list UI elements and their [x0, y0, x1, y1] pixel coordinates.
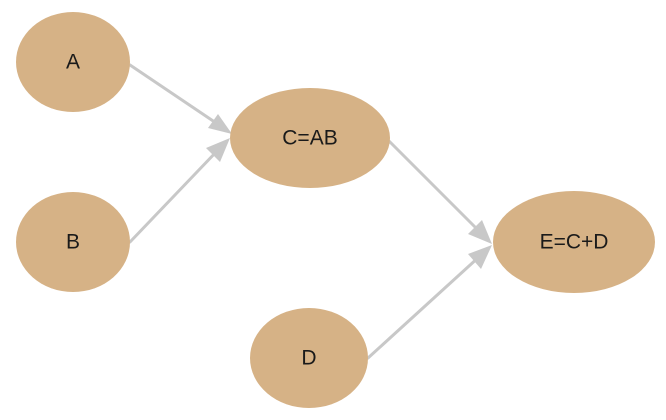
- edge-d-to-e: [366, 245, 492, 360]
- edge-c-to-e: [386, 138, 492, 244]
- node-d: D: [250, 308, 368, 408]
- edge-a-to-c: [128, 63, 232, 134]
- node-b: B: [16, 192, 130, 292]
- edges: [128, 63, 492, 360]
- node-d-label: D: [301, 347, 316, 370]
- node-a: A: [16, 12, 130, 112]
- node-e: E=C+D: [493, 191, 655, 293]
- node-c-label: C=AB: [282, 127, 337, 150]
- node-c: C=AB: [230, 88, 390, 188]
- node-e-label: E=C+D: [540, 231, 609, 254]
- edge-b-to-c: [128, 138, 230, 244]
- node-b-label: B: [66, 231, 80, 254]
- node-a-label: A: [66, 51, 80, 74]
